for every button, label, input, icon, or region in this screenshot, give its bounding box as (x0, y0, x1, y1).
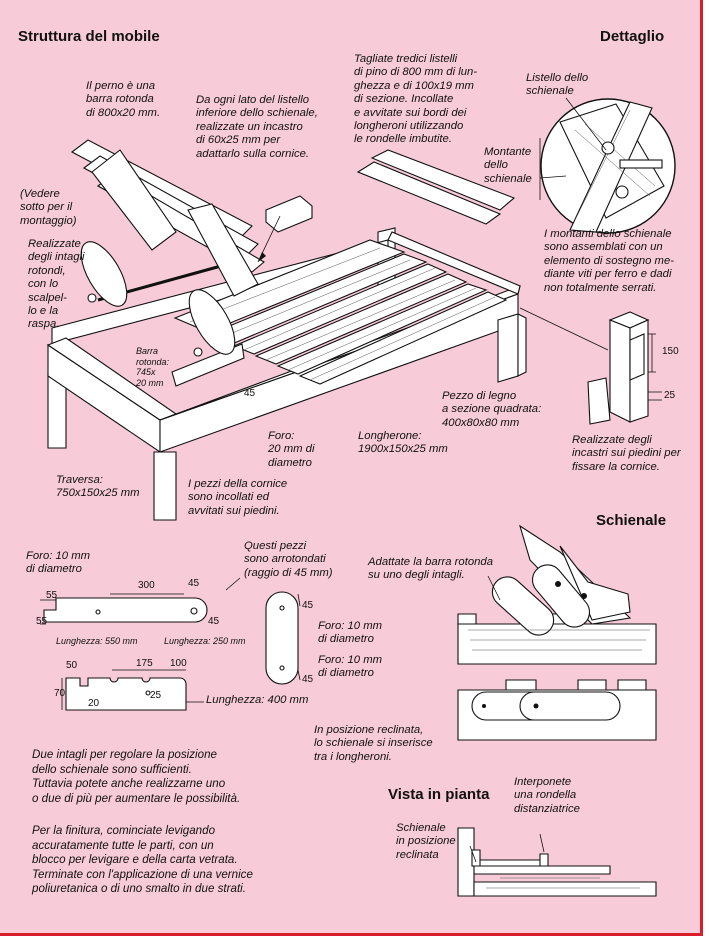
backrest-section (457, 524, 657, 741)
note-incastro: Da ogni lato del listello inferiore dell… (196, 94, 318, 160)
len-550: Lunghezza: 550 mm (56, 636, 138, 646)
heading-detail: Dettaglio (600, 28, 665, 45)
dim-25-leg: 25 (664, 390, 676, 401)
note-traversa: Traversa: 750x150x25 mm (56, 474, 140, 500)
dim-55-b: 55 (36, 616, 48, 627)
note-schienale-reclinata: Schienale in posizione reclinata (396, 822, 456, 861)
label-montante: Montante dello schienale (484, 146, 532, 185)
note-montanti: I montanti dello schienale sono assembla… (544, 228, 674, 294)
dim-45-d: 45 (302, 674, 314, 685)
note-intagli: Realizzate degli intagli rotondi, con lo… (28, 238, 85, 331)
note-reclinata: In posizione reclinata, lo schienale si … (314, 724, 433, 763)
note-intagli-regolazione: Due intagli per regolare la posizione de… (32, 748, 241, 805)
leg-detail (587, 311, 662, 425)
note-pezzo: Pezzo di legno a sezione quadrata: 400x8… (442, 390, 542, 429)
dim-45-b: 45 (208, 616, 220, 627)
note-vedere: (Vedere sotto per il montaggio) (20, 188, 77, 227)
plan-view (457, 827, 657, 897)
note-listelli: Tagliate tredici listelli di pino di 800… (354, 53, 478, 146)
note-interponete: Interponete una rondella distanziatrice (514, 776, 580, 815)
note-finitura: Per la finitura, cominciate levigando ac… (32, 824, 253, 896)
heading-backrest: Schienale (596, 512, 667, 529)
dim-45-c: 45 (302, 600, 314, 611)
note-piedini: Realizzate degli incastri sui piedini pe… (572, 434, 681, 473)
dim-175: 175 (136, 658, 153, 669)
detail-circle (539, 97, 676, 234)
lounger-drawing (46, 138, 609, 521)
len-400: Lunghezza: 400 mm (206, 694, 309, 706)
heading-structure: Struttura del mobile (18, 28, 160, 45)
dim-45-a: 45 (188, 578, 200, 589)
note-perno: Il perno è una barra rotonda di 800x20 m… (86, 80, 161, 119)
note-adattate: Adattate la barra rotonda su uno degli i… (368, 556, 493, 582)
note-foro-left: Foro: 10 mm di diametro (26, 550, 91, 576)
note-arrotondati: Questi pezzi sono arrotondati (raggio di… (244, 540, 333, 579)
parts-drawings (40, 577, 301, 711)
dim-20: 20 (88, 698, 100, 709)
note-foro: Foro: 20 mm di diametro (268, 430, 315, 469)
note-foro-r2: Foro: 10 mm di diametro (318, 654, 383, 680)
dim-25-part: 25 (150, 690, 162, 701)
dim-45-foro: 45 (244, 388, 256, 399)
note-cornice: I pezzi della cornice sono incollati ed … (188, 478, 288, 517)
note-longherone: Longherone: 1900x150x25 mm (358, 430, 448, 456)
dim-150: 150 (662, 346, 679, 357)
heading-plan-view: Vista in pianta (388, 786, 490, 803)
dim-100: 100 (170, 658, 187, 669)
len-250: Lunghezza: 250 mm (164, 636, 246, 646)
dim-300: 300 (138, 580, 155, 591)
note-foro-r1: Foro: 10 mm di diametro (318, 620, 383, 646)
label-listello: Listello dello schienale (526, 72, 589, 98)
dim-55-a: 55 (46, 590, 58, 601)
note-barra: Barra rotonda: 745x 20 mm (136, 346, 170, 388)
dim-50: 50 (66, 660, 78, 671)
dim-70: 70 (54, 688, 66, 699)
